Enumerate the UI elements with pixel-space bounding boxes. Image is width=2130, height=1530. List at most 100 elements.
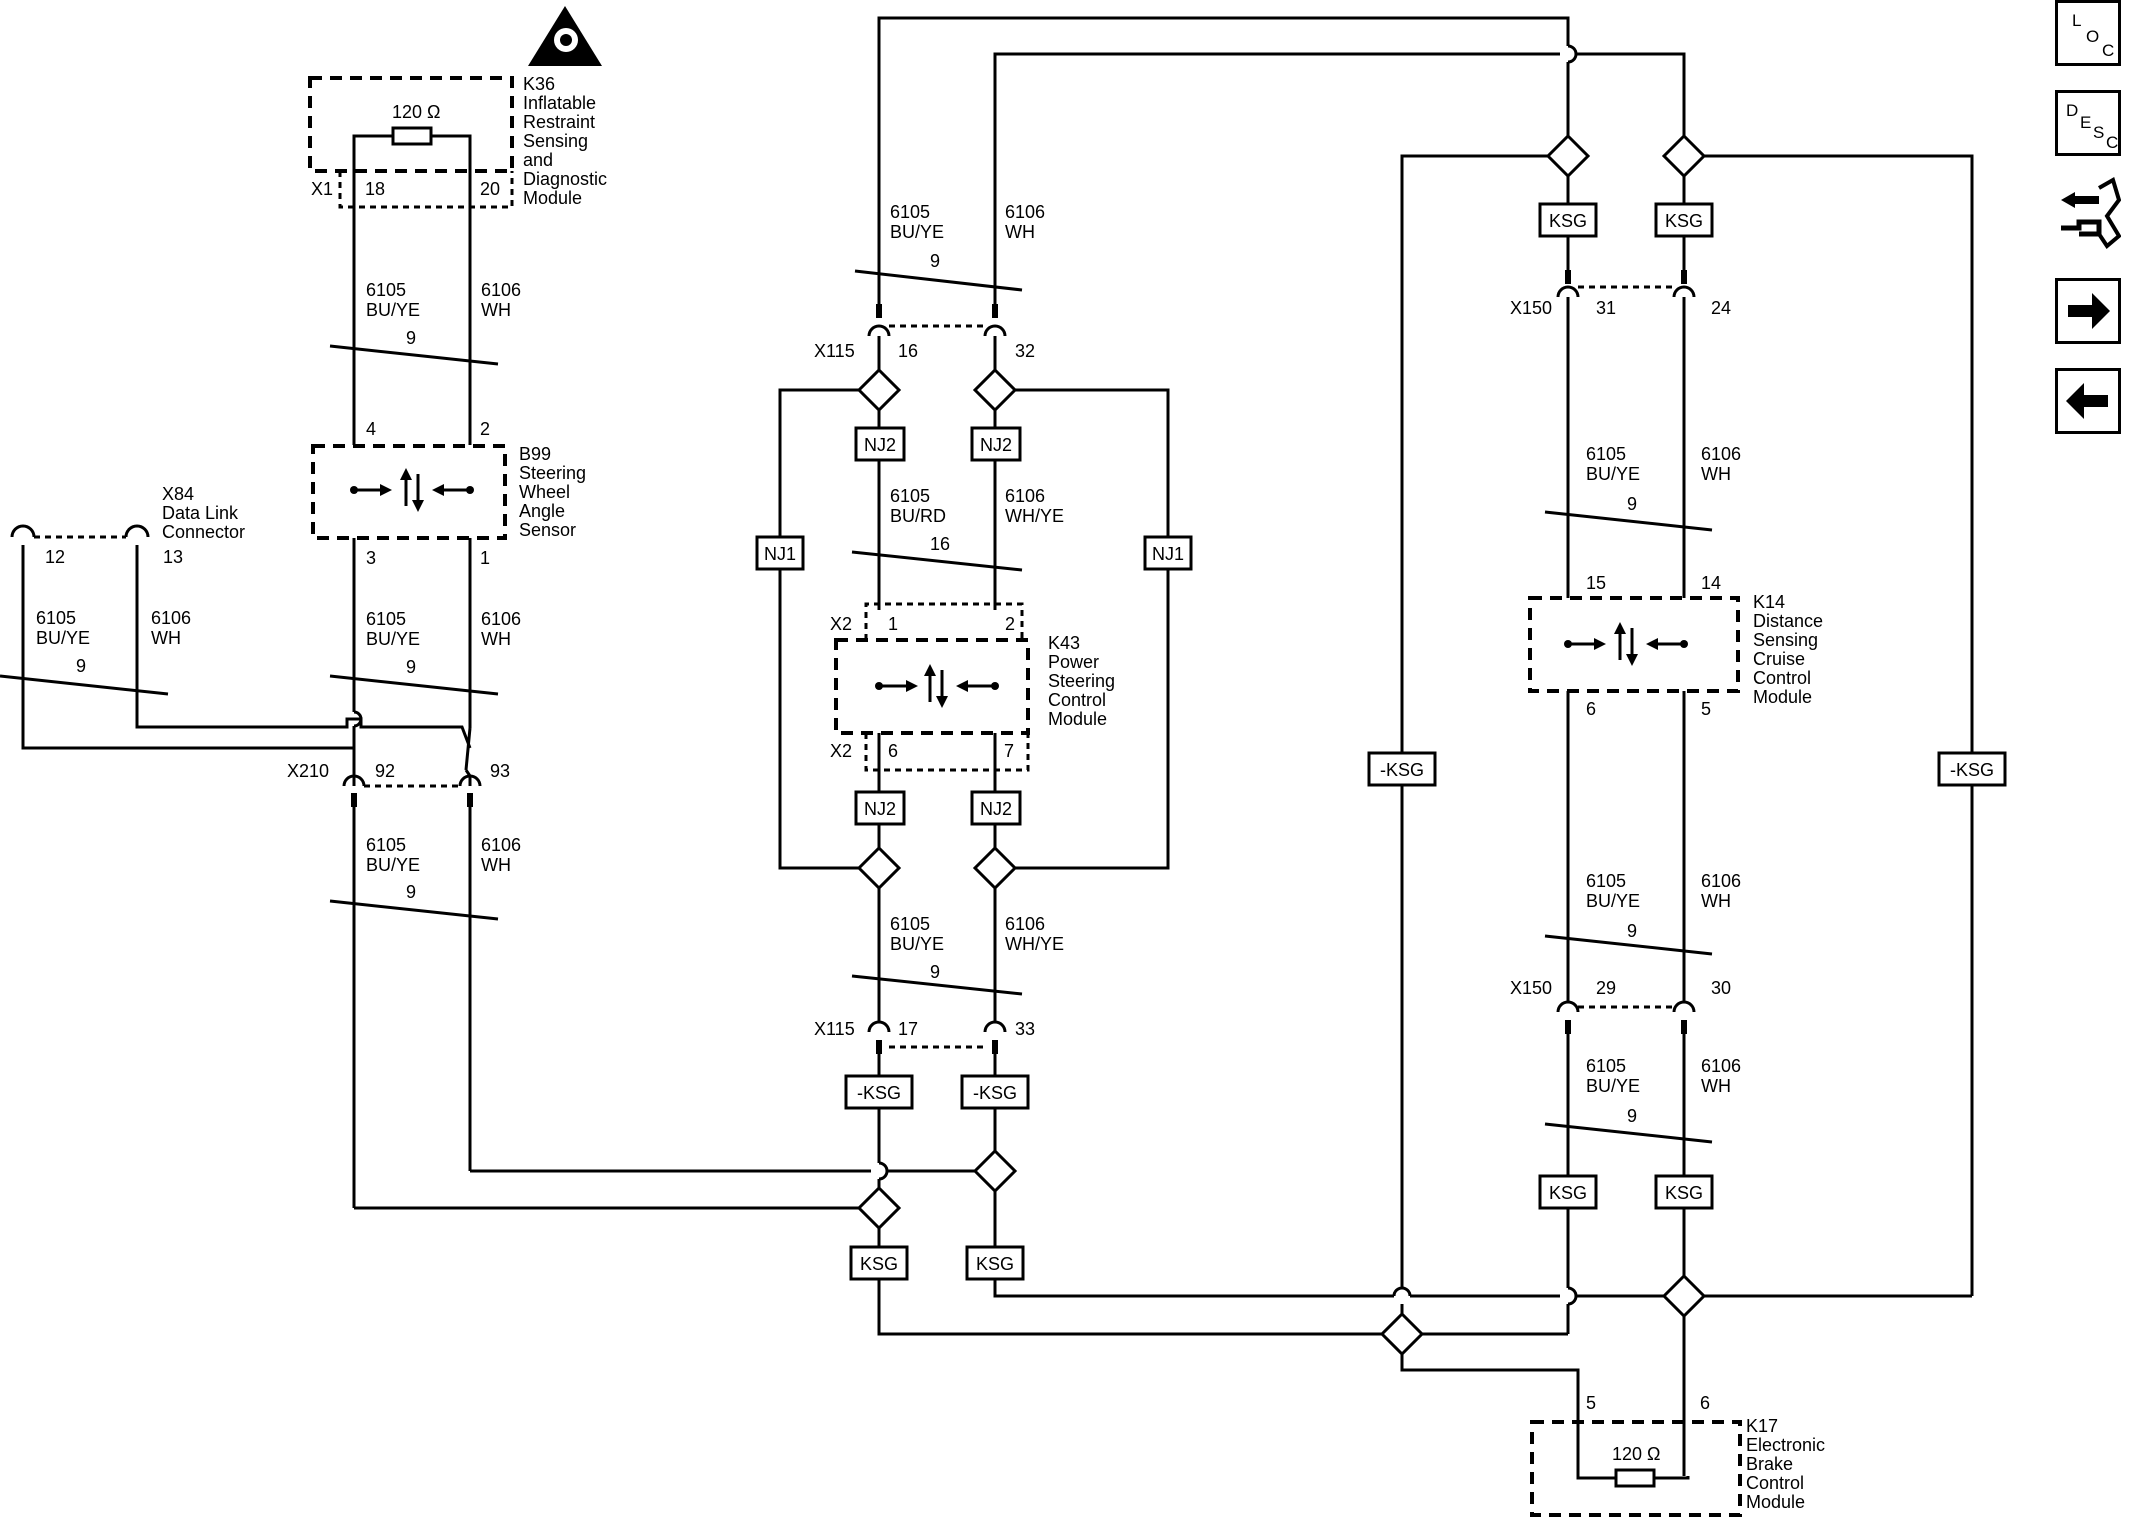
svg-text:KSG: KSG [1665,211,1703,231]
previous-page-button[interactable] [2055,368,2121,434]
svg-text:Module: Module [1048,709,1107,729]
svg-text:24: 24 [1711,298,1731,318]
tag-neg-ksg-a: -KSG [857,1083,901,1103]
svg-text:Steering: Steering [519,463,586,483]
svg-text:Control: Control [1048,690,1106,710]
svg-text:6106: 6106 [1701,444,1741,464]
tag-ksg-b: KSG [976,1254,1014,1274]
svg-text:K17: K17 [1746,1416,1778,1436]
svg-text:X2: X2 [830,741,852,761]
svg-text:BU/YE: BU/YE [366,855,420,875]
x150-bottom-connector[interactable]: X150 29 30 [1510,978,1731,1034]
svg-text:KSG: KSG [1665,1183,1703,1203]
svg-text:Diagnostic: Diagnostic [523,169,607,189]
svg-text:K43: K43 [1048,633,1080,653]
description-button[interactable]: D E S C [2055,90,2121,156]
svg-text:BU/YE: BU/YE [1586,891,1640,911]
svg-text:6105: 6105 [890,486,930,506]
k17-module[interactable]: 120 Ω 5 6 K17 Electronic Brake Control M… [1530,1393,1825,1517]
x84-name: X84 [162,484,194,504]
svg-text:BU/YE: BU/YE [1586,1076,1640,1096]
splice-right-top-b [1661,133,1707,179]
svg-text:Data Link: Data Link [162,503,239,523]
svg-text:9: 9 [1627,921,1637,941]
svg-text:Control: Control [1746,1473,1804,1493]
svg-text:BU/YE: BU/YE [36,628,90,648]
location-button[interactable]: L O C [2055,0,2121,66]
tag-nj2-a: NJ2 [864,435,896,455]
svg-text:13: 13 [163,547,183,567]
svg-text:X150: X150 [1510,298,1552,318]
svg-text:BU/YE: BU/YE [366,629,420,649]
svg-text:WH: WH [481,300,511,320]
svg-text:3: 3 [366,548,376,568]
svg-text:120 Ω: 120 Ω [1612,1444,1661,1464]
svg-text:WH: WH [1005,222,1035,242]
svg-text:6106: 6106 [1701,1056,1741,1076]
tag-neg-ksg-b: -KSG [973,1083,1017,1103]
svg-text:14: 14 [1701,573,1721,593]
svg-text:NJ2: NJ2 [980,799,1012,819]
svg-text:Distance: Distance [1753,611,1823,631]
svg-text:6105: 6105 [366,609,406,629]
k36-name: K36 [523,74,555,94]
k14-module[interactable]: 15 14 6 5 K14 Distance Sensing Cruise Co… [1528,573,1823,719]
svg-text:16: 16 [930,534,950,554]
b99-name: B99 [519,444,551,464]
svg-text:93: 93 [490,761,510,781]
connector-service-icon[interactable] [2055,176,2122,256]
svg-text:9: 9 [1627,1106,1637,1126]
svg-text:6105: 6105 [1586,1056,1626,1076]
svg-text:Connector: Connector [162,522,245,542]
splice-bottom-left [1379,1311,1425,1357]
bidirectional-arrows-icon [924,664,948,708]
splice-top-right [972,367,1018,413]
svg-text:Cruise: Cruise [1753,649,1805,669]
x115-bottom-connector[interactable]: X115 17 33 [814,1019,1035,1054]
svg-text:Module: Module [1753,687,1812,707]
x150-top-connector[interactable]: X150 31 24 [1510,270,1731,318]
svg-text:1: 1 [480,548,490,568]
svg-text:Angle: Angle [519,501,565,521]
tag-neg-ksg-left: -KSG [1380,760,1424,780]
svg-text:33: 33 [1015,1019,1035,1039]
svg-text:9: 9 [406,657,416,677]
k36-module[interactable]: 120 Ω X1 18 20 K36 Inflatable Restraint … [308,74,607,209]
svg-text:9: 9 [1627,494,1637,514]
svg-text:5: 5 [1701,699,1711,719]
tag-ksg-a: KSG [860,1254,898,1274]
next-page-button[interactable] [2055,278,2121,344]
b99-sensor[interactable]: 4 2 3 1 B99 Steering Wheel Angle Sensor [311,419,586,568]
svg-text:2: 2 [1005,614,1015,634]
svg-text:6106: 6106 [1005,486,1045,506]
svg-text:Electronic: Electronic [1746,1435,1825,1455]
splice-low-left [856,1185,902,1231]
svg-text:X2: X2 [830,614,852,634]
svg-text:WH: WH [481,855,511,875]
svg-text:6106: 6106 [151,608,191,628]
svg-text:6106: 6106 [1701,871,1741,891]
x115-top-connector[interactable]: X115 16 32 [814,304,1035,361]
svg-text:Restraint: Restraint [523,112,595,132]
k43-module[interactable]: X2 1 2 X2 6 7 K43 Power Steering Control… [830,602,1115,772]
x210-connector[interactable]: X210 92 93 [287,761,510,807]
svg-text:WH/YE: WH/YE [1005,934,1064,954]
k36-pin-18: 18 [365,179,385,199]
svg-text:Wheel: Wheel [519,482,570,502]
svg-text:6105: 6105 [1586,444,1626,464]
svg-text:6105: 6105 [890,202,930,222]
svg-text:BU/YE: BU/YE [366,300,420,320]
svg-text:Module: Module [1746,1492,1805,1512]
svg-text:Inflatable: Inflatable [523,93,596,113]
svg-text:BU/YE: BU/YE [890,934,944,954]
svg-text:9: 9 [930,962,940,982]
k36-resistor-label: 120 Ω [392,102,441,122]
tag-nj1-left: NJ1 [764,544,796,564]
x84-connector[interactable]: 12 13 X84 Data Link Connector [10,484,245,567]
svg-text:KSG: KSG [1549,211,1587,231]
svg-text:6106: 6106 [481,835,521,855]
service-tool-icon [2061,177,2122,249]
svg-text:2: 2 [480,419,490,439]
arrow-right-icon [2068,293,2110,329]
